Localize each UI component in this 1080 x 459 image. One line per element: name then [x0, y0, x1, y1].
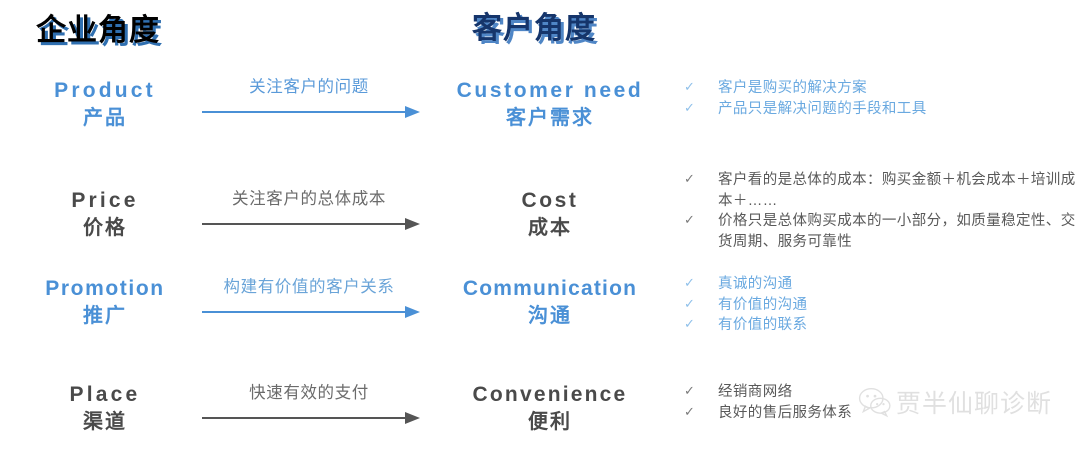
arrow-caption: 关注客户的总体成本 [232, 190, 386, 208]
list-item: ✓ 客户看的是总体的成本：购买金额＋机会成本＋培训成本＋…… [684, 170, 1076, 211]
list-item: ✓ 经销商网络 [684, 382, 1076, 403]
right-label-cn: 便利 [528, 410, 572, 433]
list-item-text: 真诚的沟通 [718, 276, 793, 292]
page-title-customer-perspective: 客户角度 [472, 12, 596, 45]
comparison-row-promotion: Promotion 推广 构建有价值的客户关系 Communication 沟通… [0, 274, 1080, 356]
right-label-en: Cost [521, 189, 579, 212]
arrow-group-price: 关注客户的总体成本 [198, 190, 420, 233]
list-item-text: 客户是购买的解决方案 [718, 80, 867, 96]
comparison-row-place: Place 渠道 快速有效的支付 Convenience 便利 ✓ 经销商网络 … [0, 378, 1080, 454]
left-label-en: Place [69, 383, 141, 406]
arrow-group-promotion: 构建有价值的客户关系 [198, 278, 420, 321]
right-label-cn: 沟通 [528, 304, 572, 327]
arrow-head [405, 106, 420, 119]
list-item-text: 产品只是解决问题的手段和工具 [718, 100, 927, 117]
arrow-caption: 快速有效的支付 [249, 384, 369, 402]
check-icon: ✓ [684, 403, 696, 419]
check-icon: ✓ [684, 171, 696, 186]
left-label-product: Product 产品 [10, 78, 200, 131]
list-item-text: 良好的售后服务体系 [718, 404, 853, 421]
left-label-en: Price [71, 189, 139, 212]
list-item: ✓ 客户是购买的解决方案 [684, 78, 1076, 99]
arrow-head [405, 306, 420, 319]
right-label-cn: 客户需求 [506, 106, 594, 129]
bullet-list-product: ✓ 客户是购买的解决方案 ✓ 产品只是解决问题的手段和工具 [684, 78, 1076, 119]
check-icon: ✓ [684, 79, 696, 94]
right-label-customer-need: Customer need 客户需求 [430, 78, 670, 131]
arrow-shaft [202, 310, 406, 314]
left-label-cn: 渠道 [83, 410, 127, 433]
left-label-en: Product [54, 79, 156, 102]
list-item-text: 经销商网络 [718, 384, 793, 400]
comparison-row-product: Product 产品 关注客户的问题 Customer need 客户需求 ✓ … [0, 78, 1080, 154]
right-arrow-icon [198, 305, 420, 321]
bullet-list-price: ✓ 客户看的是总体的成本：购买金额＋机会成本＋培训成本＋…… ✓ 价格只是总体购… [684, 170, 1076, 252]
right-label-cost: Cost 成本 [430, 188, 670, 241]
bullet-list-place: ✓ 经销商网络 ✓ 良好的售后服务体系 [684, 382, 1076, 423]
right-label-en: Customer need [456, 79, 644, 102]
arrow-head [405, 412, 420, 425]
page-title-enterprise-perspective: 企业角度 [36, 14, 160, 47]
list-item: ✓ 真诚的沟通 [684, 274, 1076, 295]
check-icon: ✓ [684, 212, 696, 228]
arrow-caption: 关注客户的问题 [249, 78, 369, 96]
right-label-convenience: Convenience 便利 [420, 382, 680, 435]
list-item: ✓ 有价值的沟通 [684, 295, 1076, 316]
left-label-promotion: Promotion 推广 [10, 276, 200, 329]
right-label-en: Communication [462, 277, 638, 300]
right-arrow-icon [198, 217, 420, 233]
bullet-list-promotion: ✓ 真诚的沟通 ✓ 有价值的沟通 ✓ 有价值的联系 [684, 274, 1076, 336]
list-item-text: 客户看的是总体的成本：购买金额＋机会成本＋培训成本＋…… [718, 172, 1076, 209]
list-item-text: 有价值的联系 [718, 317, 808, 334]
right-label-cn: 成本 [528, 216, 572, 239]
left-label-place: Place 渠道 [10, 382, 200, 435]
list-item: ✓ 价格只是总体购买成本的一小部分，如质量稳定性、交货周期、服务可靠性 [684, 211, 1076, 252]
check-icon: ✓ [684, 99, 696, 115]
check-icon: ✓ [684, 275, 696, 290]
check-icon: ✓ [684, 383, 696, 398]
arrow-shaft [202, 222, 406, 226]
right-arrow-icon [198, 411, 420, 427]
arrow-head [405, 218, 420, 231]
arrow-caption: 构建有价值的客户关系 [223, 278, 395, 296]
left-label-price: Price 价格 [10, 188, 200, 241]
list-item: ✓ 有价值的联系 [684, 315, 1076, 336]
list-item: ✓ 产品只是解决问题的手段和工具 [684, 99, 1076, 120]
comparison-row-price: Price 价格 关注客户的总体成本 Cost 成本 ✓ 客户看的是总体的成本：… [0, 170, 1080, 262]
list-item: ✓ 良好的售后服务体系 [684, 403, 1076, 424]
check-icon: ✓ [684, 295, 696, 311]
left-label-en: Promotion [45, 277, 165, 300]
right-label-communication: Communication 沟通 [420, 276, 680, 329]
arrow-shaft [202, 416, 406, 420]
right-arrow-icon [198, 105, 420, 121]
arrow-group-product: 关注客户的问题 [198, 78, 420, 121]
left-label-cn: 推广 [83, 304, 127, 327]
left-label-cn: 产品 [83, 106, 127, 129]
right-label-en: Convenience [472, 383, 628, 406]
arrow-group-place: 快速有效的支付 [198, 384, 420, 427]
list-item-text: 有价值的沟通 [718, 296, 808, 313]
arrow-shaft [202, 110, 406, 114]
check-icon: ✓ [684, 316, 696, 332]
left-label-cn: 价格 [83, 216, 127, 239]
list-item-text: 价格只是总体购买成本的一小部分，如质量稳定性、交货周期、服务可靠性 [718, 213, 1076, 250]
